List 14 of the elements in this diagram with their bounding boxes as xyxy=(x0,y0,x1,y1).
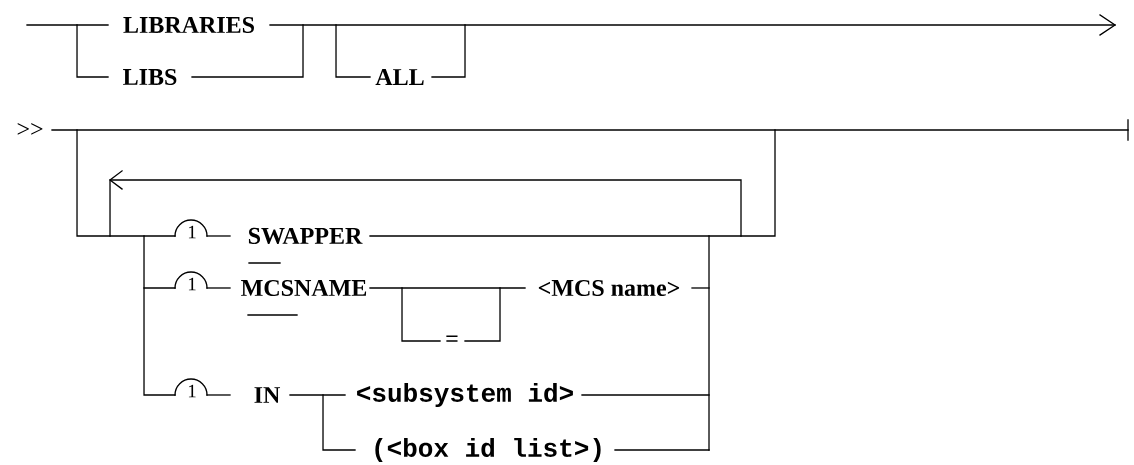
keyword: IN xyxy=(254,387,281,403)
keyword: LIBS xyxy=(123,68,177,86)
keyword: MCSNAME xyxy=(241,279,367,297)
keyword: SWAPPER xyxy=(248,227,363,245)
parameter-name: (<box id list>) xyxy=(375,437,601,463)
parameter-name: <subsystem id> xyxy=(357,382,573,408)
keyword: = xyxy=(446,335,458,342)
footnote-number: 1 xyxy=(188,384,196,398)
continuation-mark: >> xyxy=(17,123,43,135)
keyword: ALL xyxy=(375,69,424,85)
footnote-number: 1 xyxy=(188,277,196,291)
keyword: <MCS name> xyxy=(538,279,680,297)
footnote-number: 1 xyxy=(188,225,196,239)
keyword: LIBRARIES xyxy=(123,16,254,34)
